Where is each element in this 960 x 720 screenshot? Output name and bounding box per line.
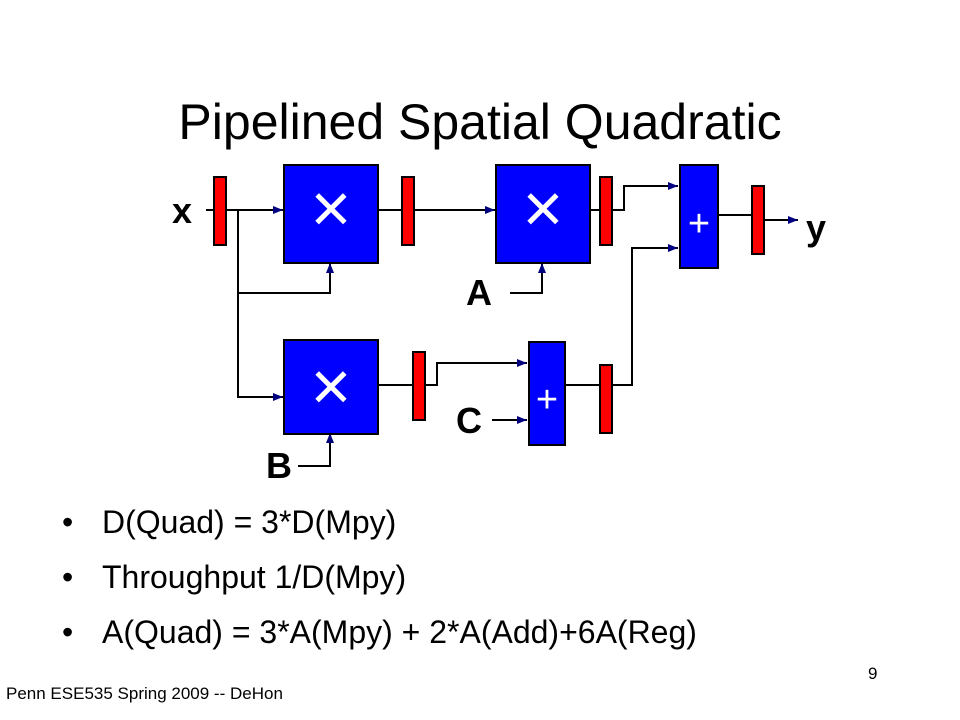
registers [213,176,765,434]
add-symbol: + [536,379,558,421]
wire-fanout-mul1-b [237,210,334,294]
register-1 [213,176,227,246]
bullet-list: • D(Quad) = 3*D(Mpy) • Throughput 1/D(Mpy)… [62,495,697,660]
wire-reg3-add1 [612,182,678,211]
output-label-y: y [806,207,826,248]
register-4 [412,351,426,421]
register-2 [401,176,415,246]
wire-A-mul2 [510,263,546,294]
wire-fanout-mul3-a [237,293,283,401]
adder-2: + [528,341,566,446]
slide-footer: Penn ESE535 Spring 2009 -- DeHon [6,684,283,703]
add-symbol: + [688,203,710,245]
wire-B-mul3 [298,433,334,467]
multiply-symbol: × [311,169,352,247]
input-label-x: x [172,190,192,231]
multiplier-3: × [283,339,379,435]
coefficient-label-a: A [466,272,492,313]
coefficient-label-c: C [456,400,482,441]
bullet-marker: • [62,504,74,540]
bullet-item: • Throughput 1/D(Mpy) [62,550,697,605]
bullet-text: D(Quad) = 3*D(Mpy) [102,504,397,540]
multiply-symbol: × [523,169,564,247]
multiplier-1: × [283,164,379,264]
wires [206,182,798,467]
multiplier-2: × [495,164,591,264]
register-3 [599,176,613,246]
bullet-marker: • [62,559,74,595]
bullet-item: • D(Quad) = 3*D(Mpy) [62,495,697,550]
bullet-text: Throughput 1/D(Mpy) [102,559,407,595]
register-5 [599,364,613,434]
bullet-item: • A(Quad) = 3*A(Mpy) + 2*A(Add)+6A(Reg) [62,605,697,660]
adder-1: + [679,164,719,269]
slide-title: Pipelined Spatial Quadratic [178,94,782,150]
bullet-marker: • [62,614,74,650]
multiply-symbol: × [311,347,352,425]
bullet-text: A(Quad) = 3*A(Mpy) + 2*A(Add)+6A(Reg) [102,614,697,650]
coefficient-label-b: B [266,445,292,486]
page-number: 9 [868,664,878,683]
register-6 [751,185,765,255]
wire-reg4-add2 [425,359,527,386]
wire-reg5-add1 [612,244,678,386]
